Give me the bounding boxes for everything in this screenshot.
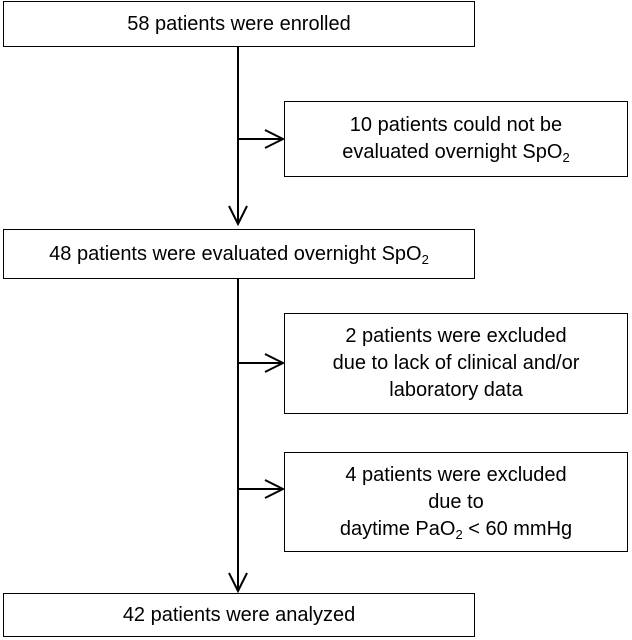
arrowhead-analyzed	[228, 572, 248, 594]
box-enrolled: 58 patients were enrolled	[3, 1, 475, 47]
excluded-pao2-line3: daytime PaO2 < 60 mmHg	[339, 517, 573, 542]
box-excluded-pao2: 4 patients were excluded due to daytime …	[284, 452, 628, 552]
box-excluded-data: 2 patients were excluded due to lack of …	[284, 313, 628, 414]
box-evaluated: 48 patients were evaluated overnight SpO…	[3, 229, 475, 279]
excluded-data-line3: laboratory data	[389, 379, 523, 401]
excluded-data-line1: 2 patients were excluded	[345, 325, 567, 347]
arrowhead-excluded-data	[264, 353, 286, 373]
arrowhead-evaluated	[228, 205, 248, 227]
arrowhead-not-evaluated	[264, 129, 286, 149]
not-evaluated-line1: 10 patients could not be	[349, 114, 563, 136]
analyzed-text: 42 patients were analyzed	[122, 603, 356, 626]
excluded-data-line2: due to lack of clinical and/or	[332, 352, 580, 374]
box-analyzed: 42 patients were analyzed	[3, 593, 475, 637]
evaluated-text: 48 patients were evaluated overnight SpO…	[49, 242, 429, 267]
box-not-evaluated: 10 patients could not be evaluated overn…	[284, 101, 628, 177]
not-evaluated-line2: evaluated overnight SpO2	[342, 141, 570, 165]
excluded-pao2-line2: due to	[428, 490, 484, 513]
arrowhead-excluded-pao2	[264, 479, 286, 499]
excluded-pao2-line1: 4 patients were excluded	[345, 463, 567, 486]
enrolled-text: 58 patients were enrolled	[127, 12, 351, 35]
